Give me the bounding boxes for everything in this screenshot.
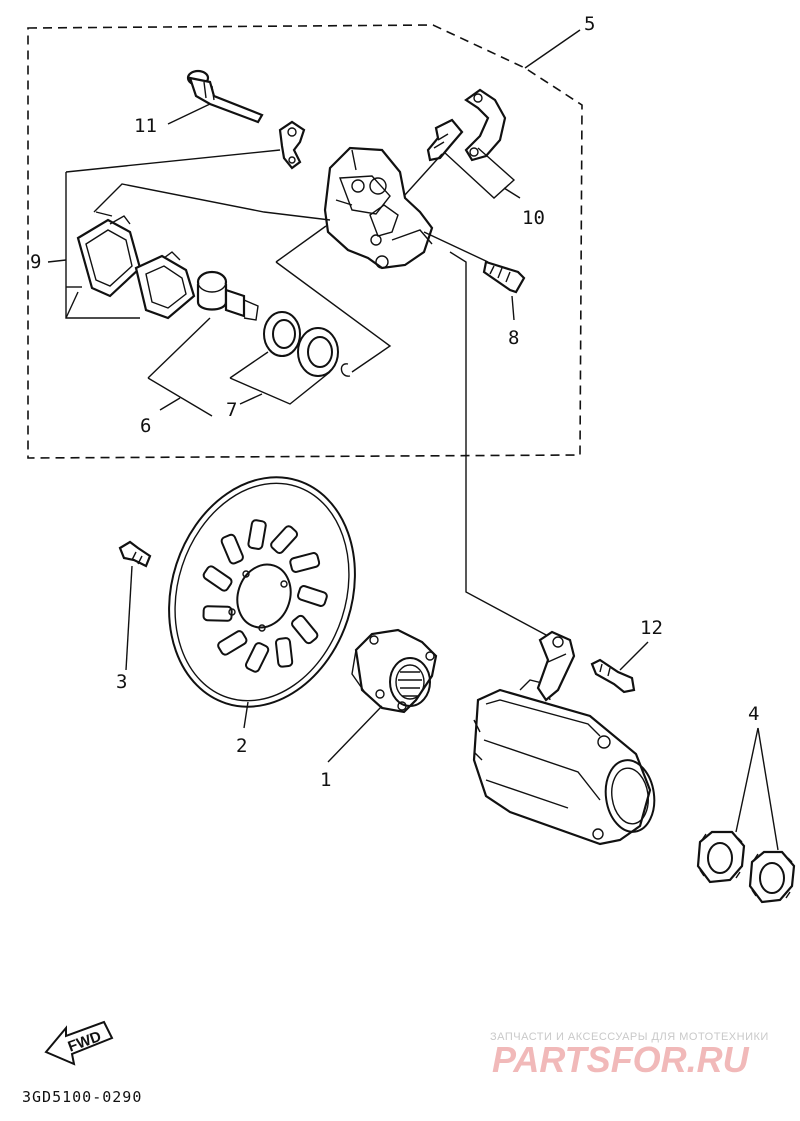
disc-vent-slot (244, 642, 270, 673)
brake-pad-rear (134, 251, 196, 320)
disc-vent-slots (202, 519, 328, 673)
fwd-label: FWD (66, 1028, 104, 1056)
watermark-brand: PARTSFOR.RU (492, 1039, 750, 1080)
callout-lines (47, 29, 581, 637)
callout-2: 2 (236, 735, 247, 757)
nut-front (696, 830, 746, 884)
callout-10: 10 (522, 207, 545, 229)
callout-11: 11 (134, 115, 157, 137)
pad-support-bracket (464, 88, 507, 162)
disc-vent-slot (274, 637, 294, 668)
disc-vent-slot (291, 614, 319, 645)
disc-vent-slot (270, 525, 299, 554)
callout-1: 1 (320, 769, 331, 791)
callout-6: 6 (140, 415, 151, 437)
disc-leader (243, 701, 249, 729)
piston-seal (263, 311, 301, 357)
bracket-bolt (590, 641, 649, 694)
watermark-tagline: ЗАПЧАСТИ И АКСЕССУАРЫ ДЛЯ МОТОТЕХНИКИ (490, 1031, 769, 1043)
seal-clip (340, 363, 351, 377)
callout-5: 5 (584, 13, 595, 35)
caliper-bolt (482, 260, 526, 294)
bleed-screw (426, 118, 464, 162)
nut-leaders (735, 727, 779, 851)
pin-clip (278, 120, 306, 170)
brake-pad-front (76, 215, 142, 298)
caliper-assembly-boundary (27, 24, 583, 459)
callout-12: 12 (640, 617, 663, 639)
nut-rear (748, 850, 796, 904)
forward-direction-badge: FWD (44, 1020, 114, 1066)
disc-vent-slot (220, 533, 244, 565)
disc-vent-slot (217, 630, 248, 656)
callout-4: 4 (748, 703, 759, 725)
callout-3: 3 (116, 671, 127, 693)
callout-9: 9 (30, 251, 41, 273)
disc-vent-slot (247, 519, 267, 550)
disc-vent-slot (296, 585, 328, 607)
diagram-code: 3GD5100-0290 (22, 1088, 142, 1106)
disc-vent-slot (202, 605, 233, 622)
caliper-body (323, 146, 434, 270)
starter-motor (472, 679, 656, 846)
slide-pin (186, 69, 264, 124)
dust-seal (297, 327, 339, 377)
caliper-bracket-arm (536, 630, 576, 702)
disc-vent-slot (202, 565, 233, 592)
disc-vent-slot (289, 552, 321, 573)
disc-bolt (118, 540, 152, 671)
disc-hub (327, 628, 438, 763)
piston (196, 270, 259, 321)
callout-8: 8 (508, 327, 519, 349)
brake-disc (168, 476, 356, 708)
callout-7: 7 (226, 399, 237, 421)
